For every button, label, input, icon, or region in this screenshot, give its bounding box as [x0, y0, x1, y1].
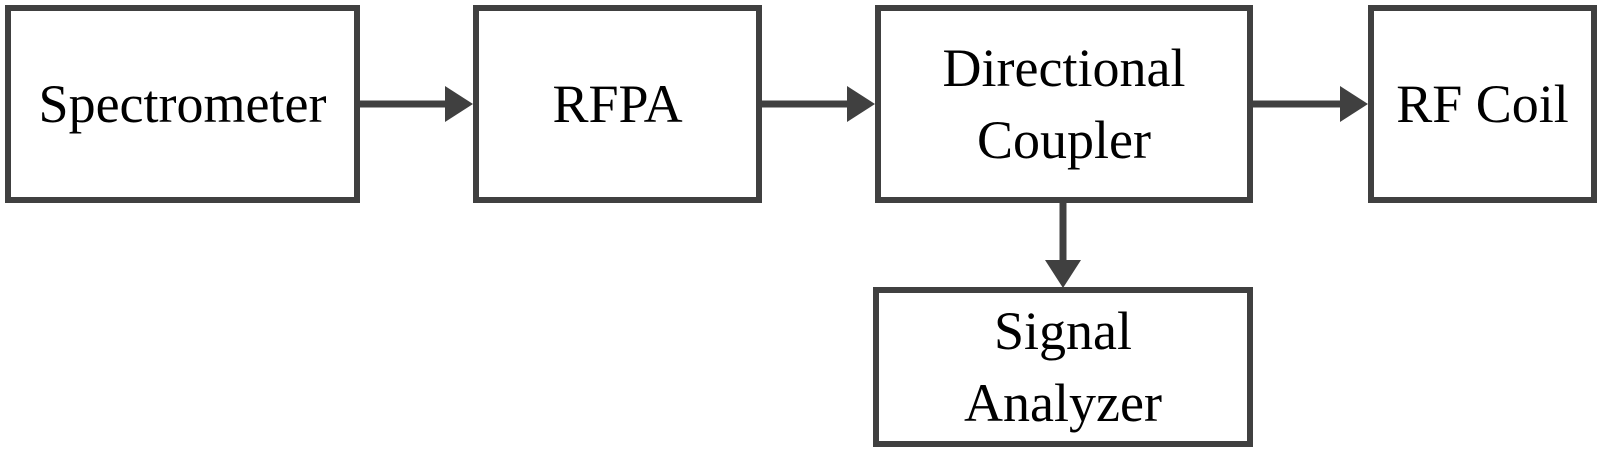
node-signal-analyzer-label-line2: Analyzer: [964, 373, 1162, 433]
node-directional-coupler-label-line1: Directional: [942, 38, 1186, 98]
node-rfpa-label: RFPA: [552, 74, 683, 134]
node-rf-coil-label: RF Coil: [1396, 74, 1569, 134]
node-rf-coil: RF Coil: [1368, 5, 1597, 203]
arrow-directional-coupler-to-signal-analyzer: [1045, 203, 1081, 288]
arrow-directional-coupler-to-rf-coil: [1253, 86, 1368, 122]
node-directional-coupler-label-line2: Coupler: [977, 110, 1151, 170]
arrow-rfpa-to-directional-coupler: [762, 86, 875, 122]
node-directional-coupler: Directional Coupler: [875, 5, 1253, 203]
node-signal-analyzer: Signal Analyzer: [873, 287, 1253, 447]
node-spectrometer-label: Spectrometer: [38, 74, 327, 134]
node-spectrometer: Spectrometer: [5, 5, 360, 203]
node-rfpa: RFPA: [473, 5, 762, 203]
node-signal-analyzer-label-line1: Signal: [993, 301, 1132, 361]
arrow-spectrometer-to-rfpa: [360, 86, 473, 122]
